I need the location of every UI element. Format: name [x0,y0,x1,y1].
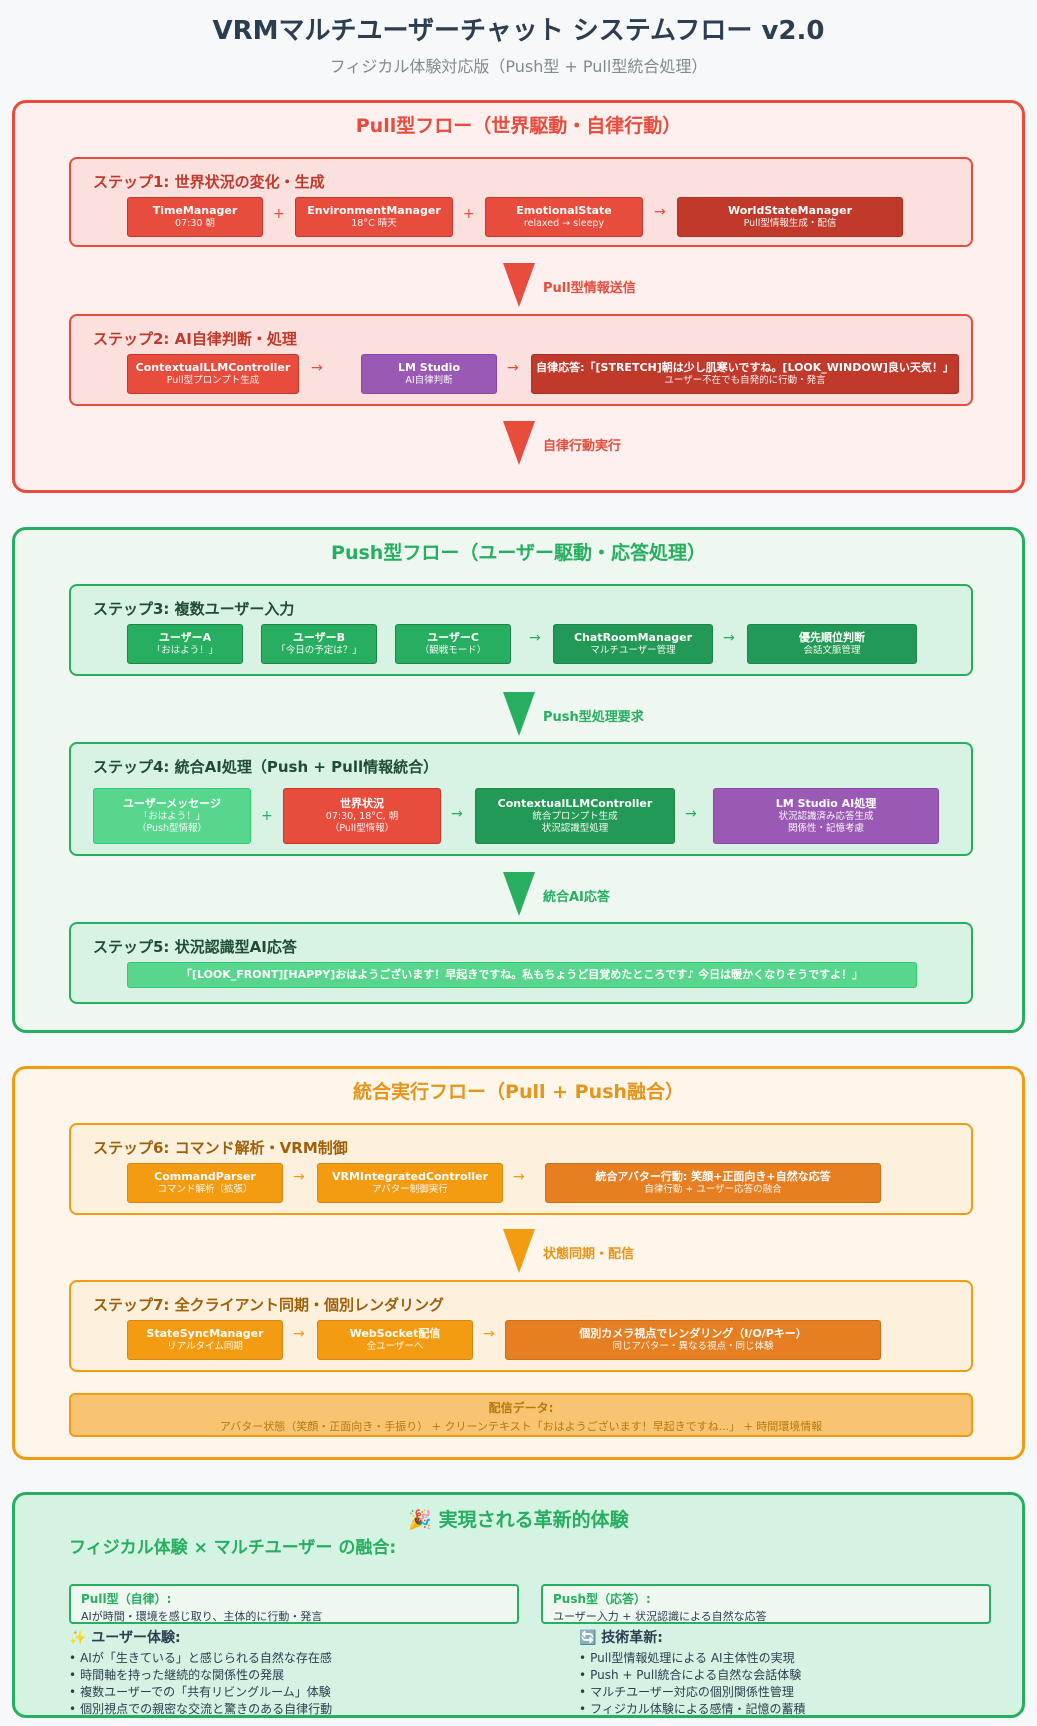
down-arrow-icon [503,263,535,307]
arrow-operator: → [507,360,519,376]
distribution-data-box: 配信データ: アバター状態（笑顔・正面向き・手振り） + クリーンテキスト「おは… [69,1393,973,1437]
tech-innovation-list: Pull型情報処理による AI主体性の実現 Push + Pull統合による自然… [579,1650,805,1718]
step7-panel: ステップ7: 全クライアント同期・個別レンダリング StateSyncManag… [69,1280,973,1372]
page-subtitle: フィジカル体験対応版（Push型 + Pull型統合処理） [329,57,708,76]
user-a-box: ユーザーA「おはよう！」 [127,624,243,664]
step5-title: ステップ5: 状況認識型AI応答 [93,938,297,956]
step1-title: ステップ1: 世界状況の変化・生成 [93,173,325,191]
step6-title: ステップ6: コマンド解析・VRM制御 [93,1139,348,1157]
individual-render-box: 個別カメラ視点でレンダリング（I/O/Pキー）同じアバター・異なる視点・同じ体験 [505,1320,881,1360]
user-experience-title: ✨ ユーザー体験: [69,1630,181,1646]
integrated-flow-title: 統合実行フロー（Pull + Push融合） [353,1081,684,1103]
down-arrow-icon [503,1229,535,1273]
arrow-operator: → [311,360,323,376]
plus-operator: + [463,206,475,222]
autonomous-action-label: 自律行動実行 [543,439,622,454]
down-arrow-icon [503,692,535,736]
lm-studio-ai-box: LM Studio AI処理状況認識済み応答生成関係性・記憶考慮 [713,788,939,844]
step5-panel: ステップ5: 状況認識型AI応答 「[LOOK_FRONT][HAPPY]おはよ… [69,922,973,1004]
list-item: 時間軸を持った継続的な関係性の発展 [69,1667,332,1684]
integrated-response-label: 統合AI応答 [543,890,610,905]
pull-send-label: Pull型情報送信 [543,281,636,296]
step3-title: ステップ3: 複数ユーザー入力 [93,600,295,618]
arrow-operator: → [654,204,666,220]
arrow-operator: → [723,630,735,646]
websocket-box: WebSocket配信全ユーザーへ [317,1320,473,1360]
push-flow-section: Push型フロー（ユーザー駆動・応答処理） ステップ3: 複数ユーザー入力 ユー… [12,527,1025,1033]
step7-title: ステップ7: 全クライアント同期・個別レンダリング [93,1296,445,1314]
arrow-operator: → [293,1169,305,1185]
user-c-box: ユーザーC（観戦モード） [395,624,511,664]
step2-title: ステップ2: AI自律判断・処理 [93,330,297,348]
pull-flow-section: Pull型フロー（世界駆動・自律行動） ステップ1: 世界状況の変化・生成 Ti… [12,100,1025,493]
result-subtitle: フィジカル体験 × マルチユーザー の融合: [69,1538,397,1558]
autonomous-response-box: 自律応答:「[STRETCH]朝は少し肌寒いですね。[LOOK_WINDOW]良… [531,354,959,394]
user-b-box: ユーザーB「今日の予定は？」 [261,624,377,664]
list-item: 個別視点での親密な交流と驚きのある自律行動 [69,1701,332,1718]
page-header: VRMマルチユーザーチャット システムフロー v2.0 フィジカル体験対応版（P… [0,0,1037,76]
distribution-data-title: 配信データ: [488,1401,554,1415]
user-experience-list: AIが「生きている」と感じられる自然な存在感 時間軸を持った継続的な関係性の発展… [69,1650,332,1718]
step4-title: ステップ4: 統合AI処理（Push + Pull情報統合） [93,758,439,776]
down-arrow-icon [503,421,535,465]
push-request-label: Push型処理要求 [543,710,644,725]
result-section: 🎉 実現される革新的体験 フィジカル体験 × マルチユーザー の融合: Pull… [12,1492,1025,1718]
step4-panel: ステップ4: 統合AI処理（Push + Pull情報統合） ユーザーメッセージ… [69,742,973,856]
arrow-operator: → [293,1326,305,1342]
state-sync-label: 状態同期・配信 [543,1247,635,1262]
plus-operator: + [261,808,273,824]
plus-operator: + [273,206,285,222]
arrow-operator: → [451,806,463,822]
list-item: 複数ユーザーでの「共有リビングルーム」体験 [69,1684,332,1701]
step3-panel: ステップ3: 複数ユーザー入力 ユーザーA「おはよう！」 ユーザーB「今日の予定… [69,584,973,676]
list-item: Pull型情報処理による AI主体性の実現 [579,1650,805,1667]
push-summary-box: Push型（応答）: ユーザー入力 + 状況認識による自然な応答 [541,1584,991,1624]
pull-summary-box: Pull型（自律）: AIが時間・環境を感じ取り、主体的に行動・発言 [69,1584,519,1624]
ai-response-box: 「[LOOK_FRONT][HAPPY]おはようございます！早起きですね。私もち… [127,962,917,988]
arrow-operator: → [685,806,697,822]
arrow-operator: → [513,1169,525,1185]
page-title: VRMマルチユーザーチャット システムフロー v2.0 [212,16,825,46]
list-item: マルチユーザー対応の個別関係性管理 [579,1684,805,1701]
step2-panel: ステップ2: AI自律判断・処理 ContextualLLMController… [69,314,973,406]
integrated-flow-section: 統合実行フロー（Pull + Push融合） ステップ6: コマンド解析・VRM… [12,1066,1025,1460]
tech-innovation-title: 🔄 技術革新: [579,1630,663,1646]
down-arrow-icon [503,872,535,916]
push-flow-title: Push型フロー（ユーザー駆動・応答処理） [331,542,706,564]
pull-flow-title: Pull型フロー（世界駆動・自律行動） [355,115,682,137]
arrow-operator: → [483,1326,495,1342]
list-item: Push + Pull統合による自然な会話体験 [579,1667,805,1684]
user-message-box: ユーザーメッセージ「おはよう！」（Push型情報） [93,788,251,844]
avatar-action-box: 統合アバター行動: 笑顔+正面向き+自然な応答自律行動 + ユーザー応答の融合 [545,1163,881,1203]
arrow-operator: → [529,630,541,646]
list-item: AIが「生きている」と感じられる自然な存在感 [69,1650,332,1667]
priority-box: 優先順位判断会話文脈管理 [747,624,917,664]
distribution-data-desc: アバター状態（笑顔・正面向き・手振り） + クリーンテキスト「おはようございます… [219,1420,823,1433]
result-title: 🎉 実現される革新的体験 [408,1509,629,1531]
list-item: フィジカル体験による感情・記憶の蓄積 [579,1701,805,1718]
